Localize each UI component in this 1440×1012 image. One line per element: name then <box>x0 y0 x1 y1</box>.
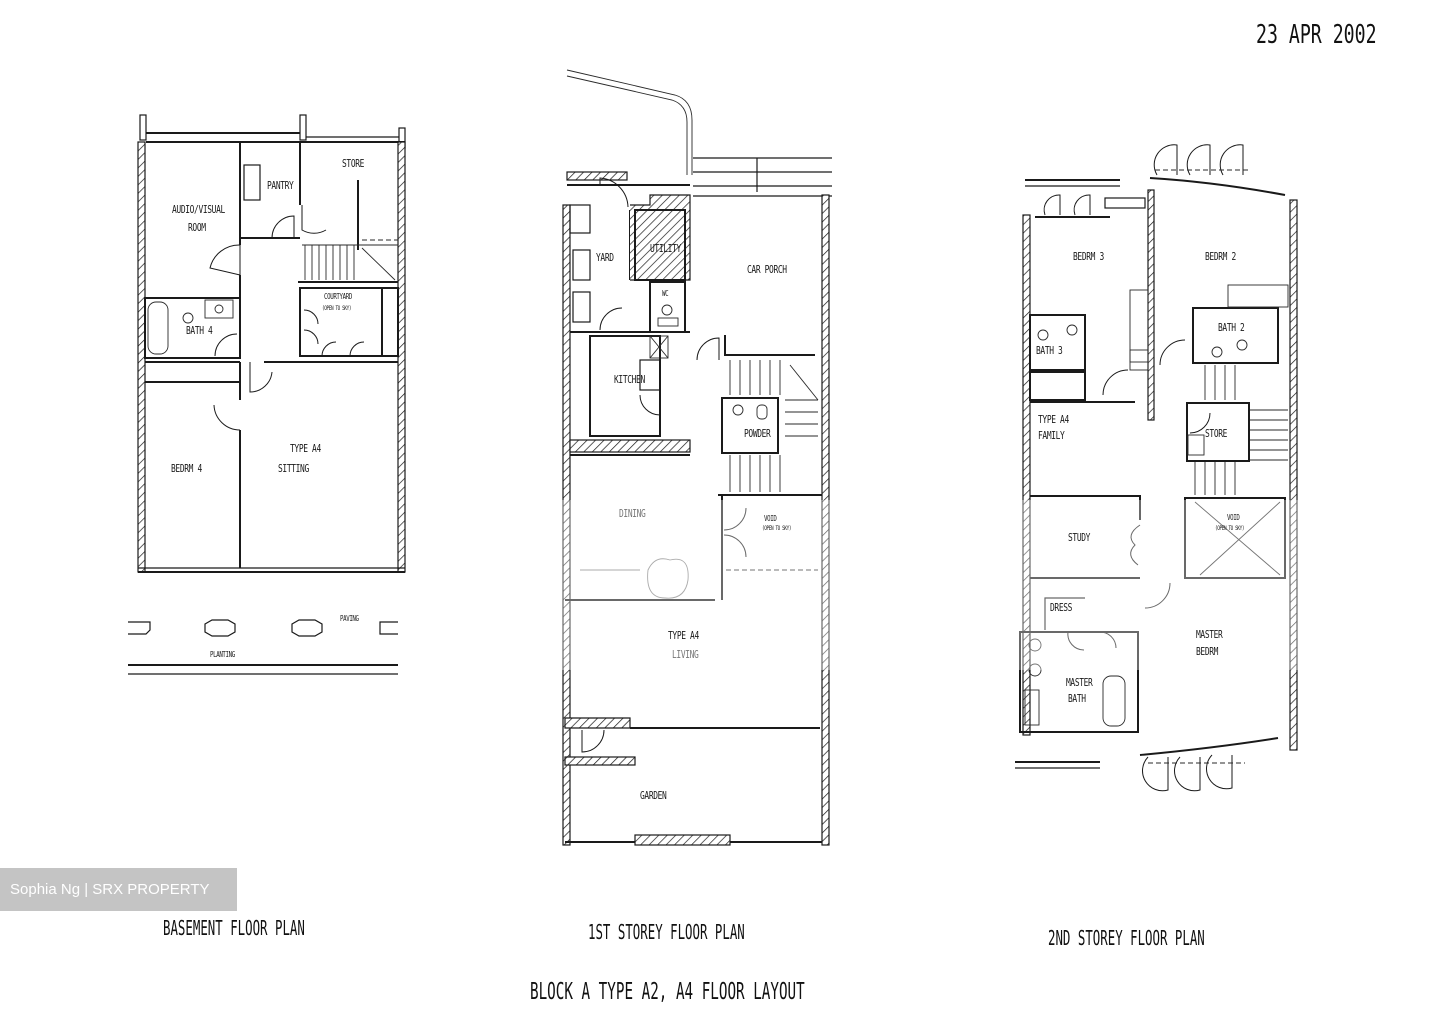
caption-overall: BLOCK A TYPE A2, A4 FLOOR LAYOUT <box>530 979 805 1005</box>
room-label-type-a4-family: TYPE A4 <box>1038 413 1069 426</box>
room-label-wc: WC <box>662 289 669 298</box>
room-label-store-2: STORE <box>1205 427 1228 440</box>
room-label-utility: UTILITY <box>650 242 681 255</box>
room-label-living: LIVING <box>672 648 699 661</box>
room-label-master-bedroom: MASTER <box>1196 628 1223 641</box>
room-label-void: VOID <box>764 514 777 523</box>
room-label-powder: POWDER <box>744 427 771 440</box>
room-label-type-a4-living: TYPE A4 <box>668 629 699 642</box>
room-label-car-porch: CAR PORCH <box>747 263 787 276</box>
room-label-master-bedroom-2: BEDRM <box>1196 645 1219 658</box>
room-label-sitting: SITTING <box>278 462 309 475</box>
room-label-store: STORE <box>342 157 365 170</box>
room-label-family: FAMILY <box>1038 429 1065 442</box>
room-label-master-bath-2: BATH <box>1068 692 1086 705</box>
room-label-av-room-2: ROOM <box>188 221 206 234</box>
watermark-badge: Sophia Ng | SRX PROPERTY <box>0 868 237 911</box>
void-2-note: (OPEN TO SKY) <box>1215 525 1245 532</box>
room-label-master-bath: MASTER <box>1066 676 1093 689</box>
label-paving: PAVING <box>340 614 359 623</box>
room-label-bedroom-4: BEDRM 4 <box>171 462 202 475</box>
caption-first-storey: 1ST STOREY FLOOR PLAN <box>588 920 745 944</box>
room-label-garden: GARDEN <box>640 789 667 802</box>
courtyard-note: (OPEN TO SKY) <box>322 305 352 312</box>
caption-basement: BASEMENT FLOOR PLAN <box>163 916 305 940</box>
room-label-dining: DINING <box>619 507 646 520</box>
room-label-kitchen: KITCHEN <box>614 373 645 386</box>
label-planting: PLANTING <box>210 650 235 659</box>
date-stamp: 23 APR 2002 <box>1256 20 1377 50</box>
room-label-void-2: VOID <box>1227 513 1240 522</box>
room-label-bath-3: BATH 3 <box>1036 344 1063 357</box>
room-label-study: STUDY <box>1068 531 1091 544</box>
room-label-pantry: PANTRY <box>267 179 294 192</box>
void-note: (OPEN TO SKY) <box>762 525 792 532</box>
room-label-dress: DRESS <box>1050 601 1073 614</box>
caption-second-storey: 2ND STOREY FLOOR PLAN <box>1048 926 1205 950</box>
room-label-bedroom-2: BEDRM 2 <box>1205 250 1236 263</box>
room-label-type-a4: TYPE A4 <box>290 442 321 455</box>
first-storey-plan <box>562 69 832 846</box>
room-label-bath-4: BATH 4 <box>186 324 213 337</box>
basement-plan <box>128 114 406 675</box>
room-label-yard: YARD <box>596 251 614 264</box>
room-label-bath-2: BATH 2 <box>1218 321 1245 334</box>
room-label-bedroom-3: BEDRM 3 <box>1073 250 1104 263</box>
second-storey-plan <box>1015 144 1298 792</box>
room-label-courtyard: COURTYARD <box>324 292 352 301</box>
room-label-av-room: AUDIO/VISUAL <box>172 203 225 216</box>
